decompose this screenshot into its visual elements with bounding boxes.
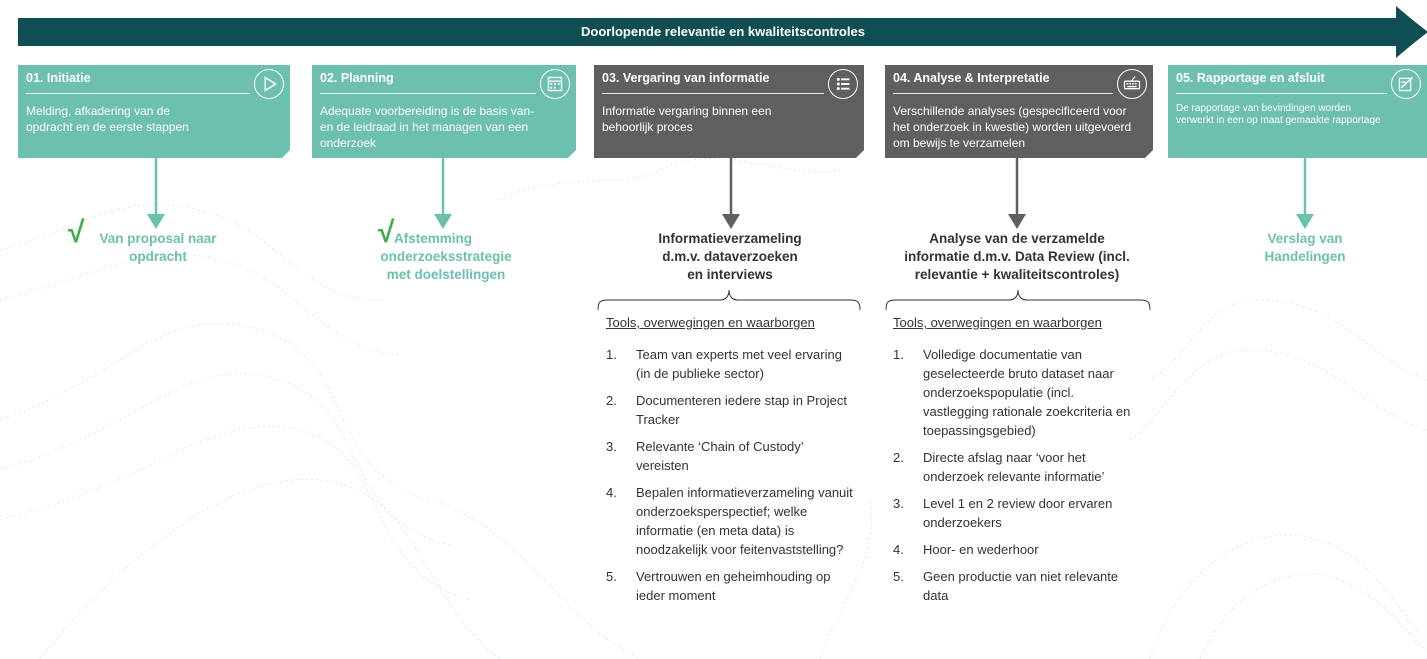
list-item: 5.Vertrouwen en geheimhouding op ieder m… bbox=[606, 569, 831, 603]
phase-description: De rapportage van bevindingen worden ver… bbox=[1176, 103, 1381, 126]
checkmark-icon: √ bbox=[378, 216, 395, 249]
outcome-initiatie: Van proposal naar opdracht bbox=[88, 230, 228, 266]
phase-vergaring: 03. Vergaring van informatie Informatie … bbox=[594, 65, 864, 158]
phase-title: 04. Analyse & Interpretatie bbox=[893, 71, 1050, 85]
phase-description: Verschillende analyses (gespecificeerd v… bbox=[893, 104, 1132, 150]
arrow-down bbox=[1008, 158, 1026, 229]
outcome-line: Analyse van de verzamelde bbox=[929, 231, 1105, 246]
banner-title: Doorlopende relevantie en kwaliteitscont… bbox=[581, 24, 865, 39]
report-icon bbox=[1391, 69, 1421, 99]
outcome-line: onderzoeksstrategie bbox=[380, 249, 512, 264]
outcome-line: met doelstellingen bbox=[386, 267, 506, 282]
outcome-line: d.m.v. dataverzoeken bbox=[662, 249, 798, 264]
outcome-rapportage: Verslag van Handelingen bbox=[1240, 230, 1370, 266]
outcome-planning: Afstemming onderzoeksstrategie met doels… bbox=[366, 230, 526, 284]
tools-title: Tools, overwegingen en waarborgen bbox=[893, 315, 1102, 330]
tools-list-analyse: 1.Volledige documentatie van geselecteer… bbox=[893, 345, 1133, 613]
phase-initiatie: 01. Initiatie Melding, afkadering van de… bbox=[18, 65, 290, 158]
list-item: 3.Relevante ‘Chain of Custody’ vereisten bbox=[606, 439, 804, 473]
arrow-down bbox=[434, 158, 452, 229]
phase-rapportage: 05. Rapportage en afsluit De rapportage … bbox=[1168, 65, 1427, 158]
phase-description: Informatie vergaring binnen een behoorli… bbox=[602, 104, 772, 134]
list-item: 4.Bepalen informatieverzameling vanuit o… bbox=[606, 485, 853, 557]
arrow-down bbox=[147, 158, 165, 229]
phase-description: Melding, afkadering van de opdracht en d… bbox=[26, 104, 189, 134]
phase-description: Adequate voorbereiding is de basis van- … bbox=[320, 104, 535, 150]
tools-title: Tools, overwegingen en waarborgen bbox=[606, 315, 815, 330]
phase-title: 01. Initiatie bbox=[26, 71, 91, 85]
phase-divider bbox=[26, 93, 250, 94]
list-item: 5.Geen productie van niet relevante data bbox=[893, 569, 1119, 603]
list-item: 4.Hoor- en wederhoor bbox=[893, 542, 1039, 557]
curly-brace bbox=[885, 289, 1151, 311]
calendar-icon bbox=[540, 69, 570, 99]
phase-title: 05. Rapportage en afsluit bbox=[1176, 71, 1325, 85]
list-icon bbox=[828, 69, 858, 99]
phase-divider bbox=[320, 93, 536, 94]
list-item: 2.Directe afslag naar ‘voor het onderzoe… bbox=[893, 450, 1105, 484]
outcome-line: Van proposal naar bbox=[99, 231, 217, 246]
outcome-line: en interviews bbox=[687, 267, 773, 282]
phase-divider bbox=[602, 93, 824, 94]
outcome-line: Afstemming bbox=[394, 231, 473, 246]
continuous-quality-banner bbox=[18, 18, 1427, 46]
outcome-line: Verslag van bbox=[1267, 231, 1343, 246]
checkmark-icon: √ bbox=[68, 216, 85, 249]
banner-arrow-head bbox=[1380, 6, 1427, 58]
outcome-line: informatie d.m.v. Data Review (incl. bbox=[904, 249, 1130, 264]
phase-divider bbox=[893, 93, 1113, 94]
phase-analyse: 04. Analyse & Interpretatie Verschillend… bbox=[885, 65, 1153, 158]
phase-title: 03. Vergaring van informatie bbox=[602, 71, 770, 85]
outcome-line: relevantie + kwaliteitscontroles) bbox=[914, 267, 1120, 282]
outcome-analyse: Analyse van de verzamelde informatie d.m… bbox=[887, 230, 1147, 284]
tools-list-vergaring: 1.Team van experts met veel ervaring (in… bbox=[606, 345, 856, 613]
phase-divider bbox=[1176, 93, 1387, 94]
curly-brace bbox=[597, 289, 861, 311]
outcome-line: Informatieverzameling bbox=[658, 231, 802, 246]
arrow-down bbox=[1296, 158, 1314, 229]
outcome-line: Handelingen bbox=[1264, 249, 1346, 264]
outcome-vergaring: Informatieverzameling d.m.v. dataverzoek… bbox=[620, 230, 840, 284]
list-item: 1.Team van experts met veel ervaring (in… bbox=[606, 347, 842, 381]
phase-title: 02. Planning bbox=[320, 71, 394, 85]
arrow-down bbox=[722, 158, 740, 229]
play-icon bbox=[254, 69, 284, 99]
keyboard-icon bbox=[1117, 69, 1147, 99]
list-item: 3.Level 1 en 2 review door ervaren onder… bbox=[893, 496, 1113, 530]
phase-planning: 02. Planning Adequate voorbereiding is d… bbox=[312, 65, 576, 158]
list-item: 2.Documenteren iedere stap in Project Tr… bbox=[606, 393, 848, 427]
outcome-line: opdracht bbox=[129, 249, 187, 264]
list-item: 1.Volledige documentatie van geselecteer… bbox=[893, 347, 1131, 438]
